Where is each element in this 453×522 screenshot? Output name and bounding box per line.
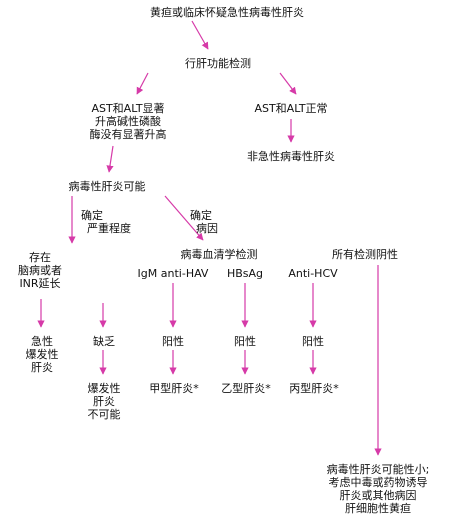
node-hbsag-line-1: HBsAg	[226, 267, 264, 280]
node-ast-high-line-1: AST和ALT显著	[91, 102, 165, 115]
node-positive-hcv: 阳性	[302, 335, 324, 348]
label-confirm-severity-line-2: 严重程度	[87, 222, 131, 235]
node-hepatitis-a-line-1: 甲型肝炎*	[149, 382, 199, 395]
node-anti-hcv-line-1: Anti-HCV	[288, 267, 338, 280]
node-non-acute: 非急性病毒性肝炎	[247, 150, 335, 163]
node-non-acute-line-1: 非急性病毒性肝炎	[247, 150, 335, 163]
node-anti-hcv: Anti-HCV	[288, 267, 337, 280]
node-fulminant-line-1: 急性	[31, 335, 53, 348]
node-fulminant-unlikely-line-3: 不可能	[87, 408, 121, 421]
node-ast-high-line-2: 升高碱性磷酸	[95, 115, 161, 128]
arrow-ast-high-to-viral	[106, 145, 114, 173]
node-fulminant-unlikely: 爆发性 肝炎 不可能	[88, 382, 121, 421]
node-all-negative: 所有检测阴性	[332, 248, 398, 261]
node-encephalopathy-line-2: 脑病或者	[18, 264, 62, 277]
node-serology-line-1: 病毒血清学检测	[180, 248, 258, 261]
node-hepatitis-c-line-1: 丙型肝炎*	[289, 382, 339, 395]
node-positive-hcv-line-1: 阳性	[302, 335, 324, 348]
node-conclusion-line-4: 肝细胞性黄疸	[345, 502, 411, 515]
node-igm-anti-hav-line-1: IgM anti-HAV	[137, 267, 209, 280]
node-top-line-1: 黄疸或临床怀疑急性病毒性肝炎	[150, 6, 304, 19]
node-encephalopathy-line-1: 存在	[29, 251, 51, 264]
label-confirm-severity-line-1: 确定	[81, 209, 103, 222]
arrow-lft-to-ast-high	[136, 72, 149, 95]
node-encephalopathy: 存在 脑病或者 INR延长	[18, 251, 62, 290]
arrow-lft-to-ast-normal	[279, 72, 297, 95]
node-hepatitis-a: 甲型肝炎*	[149, 382, 199, 395]
node-fulminant-unlikely-line-1: 爆发性	[87, 382, 121, 395]
node-ast-high-line-3: 酶没有显著升高	[89, 128, 167, 141]
node-fulminant-line-2: 爆发性	[25, 348, 59, 361]
label-confirm-cause-line-1: 确定	[190, 209, 212, 222]
node-fulminant: 急性 爆发性 肝炎	[26, 335, 59, 374]
node-hepatitis-b-line-1: 乙型肝炎*	[221, 382, 271, 395]
node-ast-alt-high: AST和ALT显著 升高碱性磷酸 酶没有显著升高	[90, 102, 167, 141]
node-conclusion-line-2: 考虑中毒或药物诱导	[328, 476, 428, 489]
node-top: 黄疸或临床怀疑急性病毒性肝炎	[150, 6, 304, 19]
node-fulminant-unlikely-line-2: 肝炎	[93, 395, 115, 408]
node-conclusion: 病毒性肝炎可能性小; 考虑中毒或药物诱导 肝炎或其他病因 肝细胞性黄疸	[327, 463, 430, 515]
node-positive-hbv-line-1: 阳性	[234, 335, 256, 348]
node-encephalopathy-line-3: INR延长	[19, 277, 61, 290]
node-ast-normal-line-1: AST和ALT正常	[254, 102, 328, 115]
arrow-viral-to-serology	[164, 195, 204, 241]
node-all-negative-line-1: 所有检测阴性	[332, 248, 398, 261]
node-positive-hav-line-1: 阳性	[162, 335, 184, 348]
node-hbsag: HBsAg	[227, 267, 263, 280]
label-confirm-severity: 确定 严重程度	[81, 209, 131, 235]
node-viral-possible-line-1: 病毒性肝炎可能	[68, 180, 146, 193]
node-lack-line-1: 缺乏	[93, 335, 115, 348]
node-hepatitis-c: 丙型肝炎*	[289, 382, 339, 395]
node-igm-anti-hav: IgM anti-HAV	[138, 267, 209, 280]
node-serology: 病毒血清学检测	[181, 248, 258, 261]
node-conclusion-line-1: 病毒性肝炎可能性小;	[326, 463, 430, 476]
node-liver-function-test: 行肝功能检测	[185, 57, 251, 70]
node-positive-hbv: 阳性	[234, 335, 256, 348]
label-confirm-cause: 确定 病因	[190, 209, 218, 235]
node-fulminant-line-3: 肝炎	[31, 361, 53, 374]
node-ast-alt-normal: AST和ALT正常	[254, 102, 327, 115]
node-hepatitis-b: 乙型肝炎*	[221, 382, 271, 395]
node-lack: 缺乏	[93, 335, 115, 348]
arrow-top-to-lft	[191, 20, 209, 50]
node-positive-hav: 阳性	[162, 335, 184, 348]
node-lft-line-1: 行肝功能检测	[185, 57, 251, 70]
label-confirm-cause-line-2: 病因	[196, 222, 218, 235]
node-viral-possible: 病毒性肝炎可能	[69, 180, 146, 193]
node-conclusion-line-3: 肝炎或其他病因	[339, 489, 417, 502]
